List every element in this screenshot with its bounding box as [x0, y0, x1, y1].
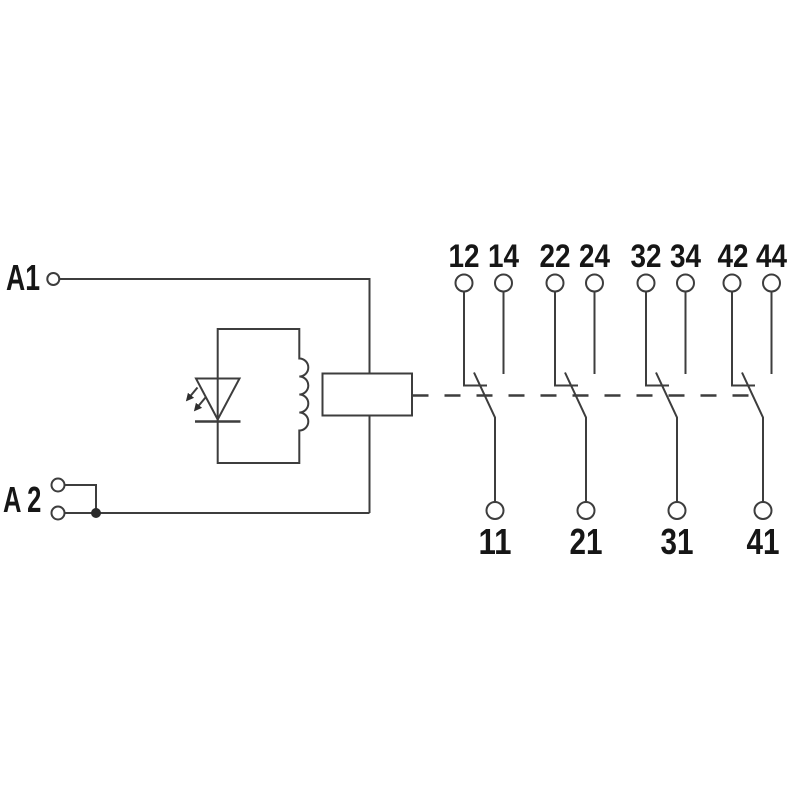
terminal-a2-upper-circle: [50, 477, 66, 493]
moving-contact-arm-4: [741, 372, 764, 502]
terminal-a1-circle: [46, 272, 61, 286]
nc-contact-line-42: [731, 291, 755, 387]
terminal-12-label: 12: [449, 238, 480, 274]
schematic-linework: [46, 272, 781, 521]
contact-group-1: [454, 273, 513, 520]
relay-coil-box: [321, 372, 413, 417]
terminal-22-circle: [545, 273, 565, 293]
moving-contact-arm-1: [473, 372, 496, 502]
terminal-11-circle: [485, 501, 505, 520]
contact-group-2: [545, 273, 604, 520]
terminal-41-label: 41: [747, 521, 780, 562]
contact-group-4: [722, 273, 781, 520]
led-triangle: [194, 377, 242, 422]
terminal-42-label: 42: [718, 238, 749, 274]
moving-contact-arm-2: [564, 372, 587, 502]
contact-group-3: [636, 273, 695, 520]
terminal-12-circle: [454, 273, 474, 293]
led-light-arrow-2: [193, 396, 207, 412]
terminal-34-circle: [676, 273, 695, 293]
terminal-21-circle: [576, 501, 596, 520]
a1-wire: [59, 278, 371, 513]
nc-contact-line-32: [645, 291, 669, 387]
terminal-44-circle: [762, 273, 781, 293]
terminal-24-circle: [585, 273, 604, 293]
terminal-a2-label: A2: [3, 479, 47, 520]
terminal-32-label: 32: [631, 238, 662, 274]
terminal-41-circle: [753, 501, 773, 520]
moving-contact-arm-3: [655, 372, 678, 502]
led-symbol: [185, 377, 242, 423]
led-light-arrow-1: [185, 386, 199, 402]
nc-contact-line-12: [463, 291, 487, 387]
terminal-44-label: 44: [756, 238, 787, 274]
a2-upper-wire: [64, 484, 97, 513]
terminal-a2-lower-circle: [50, 505, 66, 521]
terminal-31-circle: [667, 501, 687, 520]
terminal-42-circle: [722, 273, 742, 293]
terminal-24-label: 24: [579, 238, 610, 274]
terminal-31-label: 31: [661, 521, 694, 562]
terminal-22-label: 22: [540, 238, 571, 274]
terminal-32-circle: [636, 273, 656, 293]
terminal-a1-label: A1: [6, 257, 40, 298]
nc-contact-line-22: [554, 291, 578, 387]
wire-junction-dot: [91, 508, 101, 518]
terminal-14-circle: [494, 273, 513, 293]
terminal-34-label: 34: [670, 238, 701, 274]
terminal-14-label: 14: [488, 238, 519, 274]
terminal-21-label: 21: [570, 521, 603, 562]
led-coil-loop-and-coil-winding-symbol: [216, 328, 310, 464]
terminal-11-label: 11: [479, 521, 512, 562]
